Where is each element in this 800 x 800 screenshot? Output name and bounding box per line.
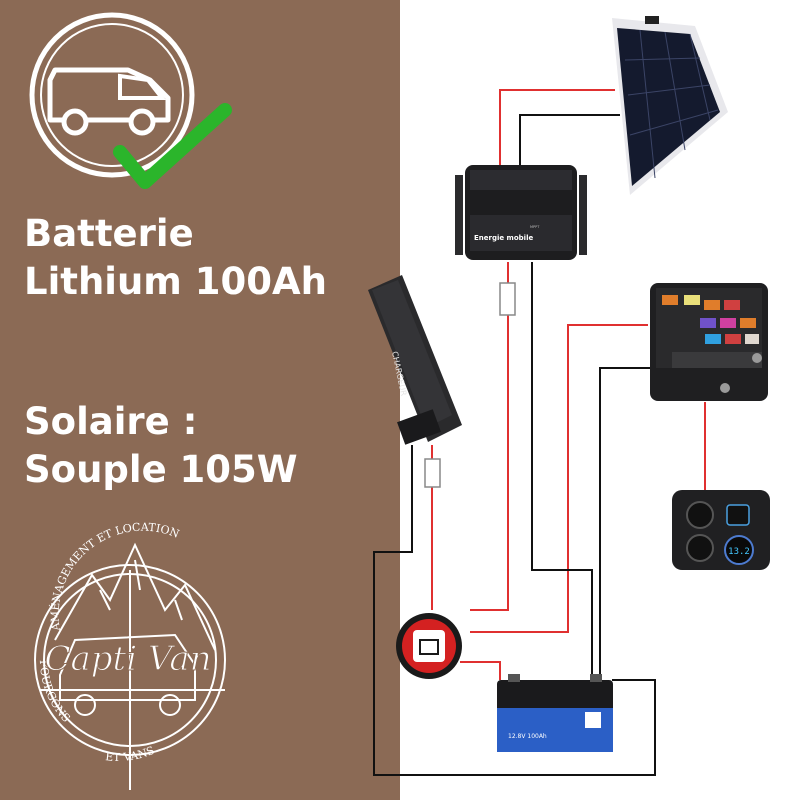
usb-voltmeter-panel: 13.2 — [672, 490, 770, 570]
solar-heading-line1: Solaire : — [24, 400, 198, 443]
battery-label: 12.8V 100Ah — [508, 733, 547, 740]
battery-charger: CHARGEUR — [368, 275, 462, 445]
fuse-charger — [424, 458, 441, 488]
black-wire-charger-battery — [373, 445, 656, 776]
svg-text:MPPT: MPPT — [530, 225, 540, 229]
mppt-regulator: Energie mobile MPPT — [455, 165, 587, 260]
wires — [373, 89, 706, 776]
red-wire-solar-regulator — [499, 89, 615, 165]
checkmark-icon — [113, 103, 232, 189]
black-wire-fusebox-battery — [599, 367, 660, 680]
black-wire-regulator-battery — [531, 262, 593, 680]
van-badge — [29, 12, 232, 189]
van-icon — [29, 12, 195, 178]
solar-panel — [612, 16, 728, 195]
battery-heading-line2: Lithium 100Ah — [24, 260, 327, 303]
solar-heading: Solaire : Souple 105W — [24, 398, 298, 494]
battery-heading-line1: Batterie — [24, 212, 194, 255]
battery-switch — [396, 613, 462, 679]
regulator-label: Energie mobile — [474, 234, 533, 242]
red-wire-switch-battery — [460, 661, 501, 680]
logo-name: Capti Van — [45, 639, 212, 679]
brand-logo: AMÉNAGEMENT ET LOCATION FOURGONS ET VANS… — [34, 521, 226, 790]
fuse-box — [650, 283, 768, 401]
battery-heading: Batterie Lithium 100Ah — [24, 210, 327, 306]
fuse-regulator — [499, 282, 516, 316]
lithium-battery: 12.8V 100Ah — [497, 674, 613, 752]
red-wire-regulator-switch — [470, 262, 509, 611]
voltmeter-reading: 13.2 — [728, 547, 750, 557]
black-wire-solar-regulator — [519, 114, 620, 165]
red-wire-fusebox — [470, 324, 648, 633]
solar-heading-line2: Souple 105W — [24, 448, 298, 491]
